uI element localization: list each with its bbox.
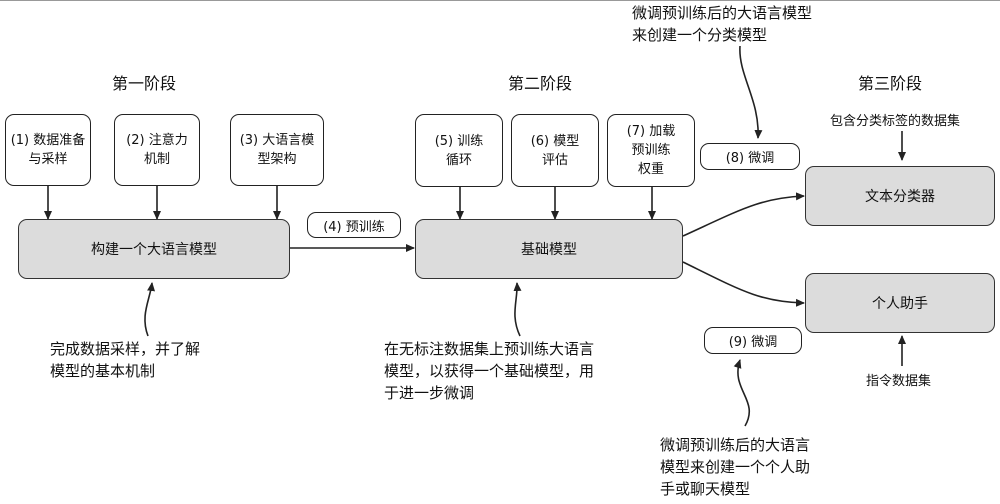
labeled-dataset-label: 包含分类标签的数据集 [830,114,961,129]
stage1-note: 完成数据采样，并了解 模型的基本机制 [50,340,201,380]
classifier-note: 微调预训练后的大语言模型 来创建一个分类模型 [632,4,813,44]
note-arrow-stage1 [144,282,156,337]
stage-3-title: 第三阶段 [858,74,923,93]
foundation-model-box: 基础模型 [415,219,683,279]
finetune-8-label: (8) 微调 [700,143,800,170]
assistant-note: 微调预训练后的大语言 模型来创建一个个人助 手或聊天模型 [660,436,811,498]
stage2-note: 在无标注数据集上预训练大语言 模型，以获得一个基础模型，用 于进一步微调 [384,340,595,402]
step-data-prep-box: (1) 数据准备 与采样 [5,114,91,186]
note-arrow-stage2 [513,282,522,337]
step-model-eval-box: (6) 模型 评估 [511,114,599,187]
note-arrow-assistant [733,359,751,427]
pretrain-label: (4) 预训练 [307,212,401,238]
build-llm-box: 构建一个大语言模型 [18,219,290,279]
step-training-loop-box: (5) 训练 循环 [415,114,503,187]
step-load-weights-box: (7) 加载 预训练 权重 [607,114,695,187]
step-attention-box: (2) 注意力 机制 [114,114,200,186]
text-classifier-box: 文本分类器 [805,166,995,226]
step-llm-architecture-box: (3) 大语言模 型架构 [230,114,324,186]
instruction-dataset-label: 指令数据集 [866,374,932,389]
personal-assistant-box: 个人助手 [805,273,995,333]
arrow-to-classifier [682,192,805,237]
stage-2-title: 第二阶段 [508,74,573,93]
stage-1-title: 第一阶段 [112,74,177,93]
finetune-9-label: (9) 微调 [704,327,802,354]
note-arrow-classifier [739,45,763,139]
arrow-to-assistant [682,261,805,307]
